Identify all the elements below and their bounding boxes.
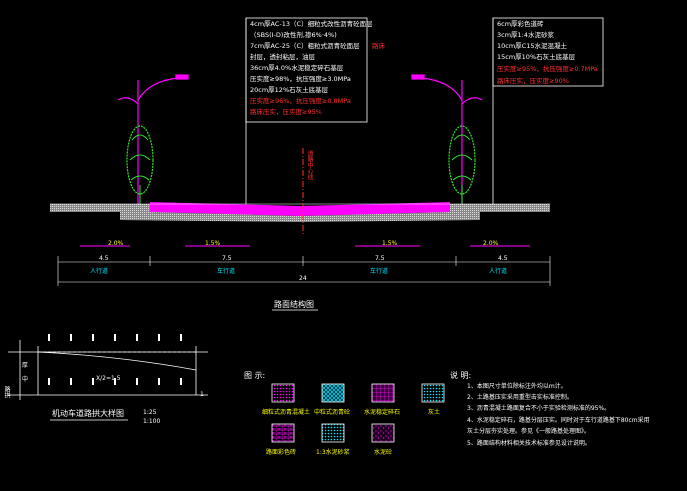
left-spec-line-4: 封层，透封粘层，油层	[250, 53, 315, 61]
note-line-1: 1、本图尺寸单位除标注外均以m计。	[467, 383, 567, 390]
width-label-4: 4.5	[498, 255, 508, 262]
right-spec-line-4: 15cm厚10%石灰土底基层	[497, 53, 576, 61]
legend-label-4: 灰土	[428, 409, 441, 416]
notes-title: 说 明:	[450, 371, 472, 380]
left-spec-line-9: 路床压实，压实度≥95%	[250, 108, 322, 116]
tree-right	[448, 125, 476, 204]
slope-label-4: 2.0%	[483, 240, 499, 247]
left-spec-line-2: （SBS(I-D)改性剂,掺6%·4%)	[250, 31, 337, 39]
segment-name-2: 车行道	[217, 268, 236, 275]
left-spec-side-label: 路床	[372, 42, 385, 50]
crown-formula: X/2=1.5	[96, 375, 121, 382]
legend-label-5: 路面彩色砖	[266, 449, 297, 456]
legend-swatch-6	[321, 423, 345, 443]
legend-title: 图 示:	[244, 371, 266, 380]
left-spec-line-3: 7cm厚AC-25（C）粗粒式沥青砼面层	[250, 42, 360, 50]
left-spec-line-5: 36cm厚4.0%水泥稳定碎石基层	[250, 64, 344, 72]
legend-swatch-2	[321, 383, 345, 403]
note-line-3: 3、沥青混凝土路面复合不小于实验检测标准的95%。	[467, 405, 611, 412]
crown-detail-graphic	[8, 340, 208, 400]
left-spec-line-6: 压实度≥98%，抗压强度≥3.0MPa	[250, 75, 351, 83]
crown-ticks-top	[48, 334, 182, 341]
road-pavement	[50, 202, 550, 222]
right-spec-line-1: 6cm厚彩色道砖	[497, 20, 544, 28]
crown-detail-title: 机动车道路拱大样图	[52, 409, 124, 418]
street-lamp-right	[411, 74, 483, 204]
width-label-1: 4.5	[99, 255, 109, 262]
legend-label-6: 1:3水泥砂浆	[316, 449, 350, 456]
right-spec-box	[492, 17, 604, 87]
street-lamp-left	[117, 74, 189, 204]
right-spec-line-2: 3cm厚1:4水泥砂浆	[497, 31, 555, 39]
slope-label-2: 1.5%	[205, 240, 221, 247]
section-title: 路面结构图	[274, 300, 314, 309]
note-line-2: 2、土路基压实采用重型击实标准控制。	[467, 394, 573, 401]
note-line-5: 灰土分层夯实处理。参见《一般路基处理图》。	[467, 428, 591, 435]
total-width-label: 24	[299, 275, 307, 282]
legend-swatch-1	[271, 383, 295, 403]
tree-left	[126, 125, 154, 204]
right-spec-line-3: 10cm厚C15水泥混凝土	[497, 42, 567, 50]
left-spec-line-8: 压实度≥96%，抗压强度≥0.8MPa	[250, 97, 351, 105]
legend-label-1: 细粒式沥青混凝土	[262, 409, 311, 416]
legend-swatch-5	[271, 423, 295, 443]
width-label-3: 7.5	[375, 255, 385, 262]
slope-label-3: 1.5%	[382, 240, 398, 247]
legend-swatch-7	[371, 423, 395, 443]
legend-label-7: 水泥砼	[374, 449, 393, 456]
note-line-4: 4、水泥稳定碎石，路基分层压实。同时对于车行道路基下80cm采用	[467, 417, 650, 424]
slope-label-1: 2.0%	[108, 240, 124, 247]
segment-name-1: 人行道	[90, 268, 109, 275]
width-label-2: 7.5	[222, 255, 232, 262]
segment-name-3: 车行道	[370, 268, 389, 275]
crown-ticks-bottom	[48, 378, 182, 385]
left-spec-line-1: 4cm厚AC-13（C）细粒式改性沥青砼面层	[250, 20, 373, 28]
legend-swatch-4	[421, 383, 445, 403]
note-line-6: 5、路面结构材料相关技术标准参见设计说明。	[467, 440, 591, 447]
legend-label-2: 中粒式沥青砼	[314, 409, 351, 416]
segment-name-4: 人行道	[489, 268, 508, 275]
legend-label-3: 水泥稳定碎石	[364, 409, 401, 416]
crown-left-label: 路拱	[3, 386, 10, 398]
dimension-lines	[57, 256, 551, 286]
crown-mid-label2: 厚	[22, 362, 29, 369]
crown-mid-label: 中	[22, 376, 29, 383]
crown-note-2: 1:100	[143, 418, 161, 425]
right-spec-line-6: 路床压实，压实度≥90%	[497, 77, 569, 85]
crown-note-1: 1:25	[143, 409, 157, 416]
legend-swatch-3	[371, 383, 395, 403]
right-spec-line-5: 压实度≥95%，抗压强度≥0.7MPa	[497, 65, 598, 73]
left-spec-line-7: 20cm厚12%石灰土底基层	[250, 86, 329, 94]
center-line-label: 道路中心线	[306, 150, 313, 180]
crown-right-mark: 1	[200, 391, 204, 398]
